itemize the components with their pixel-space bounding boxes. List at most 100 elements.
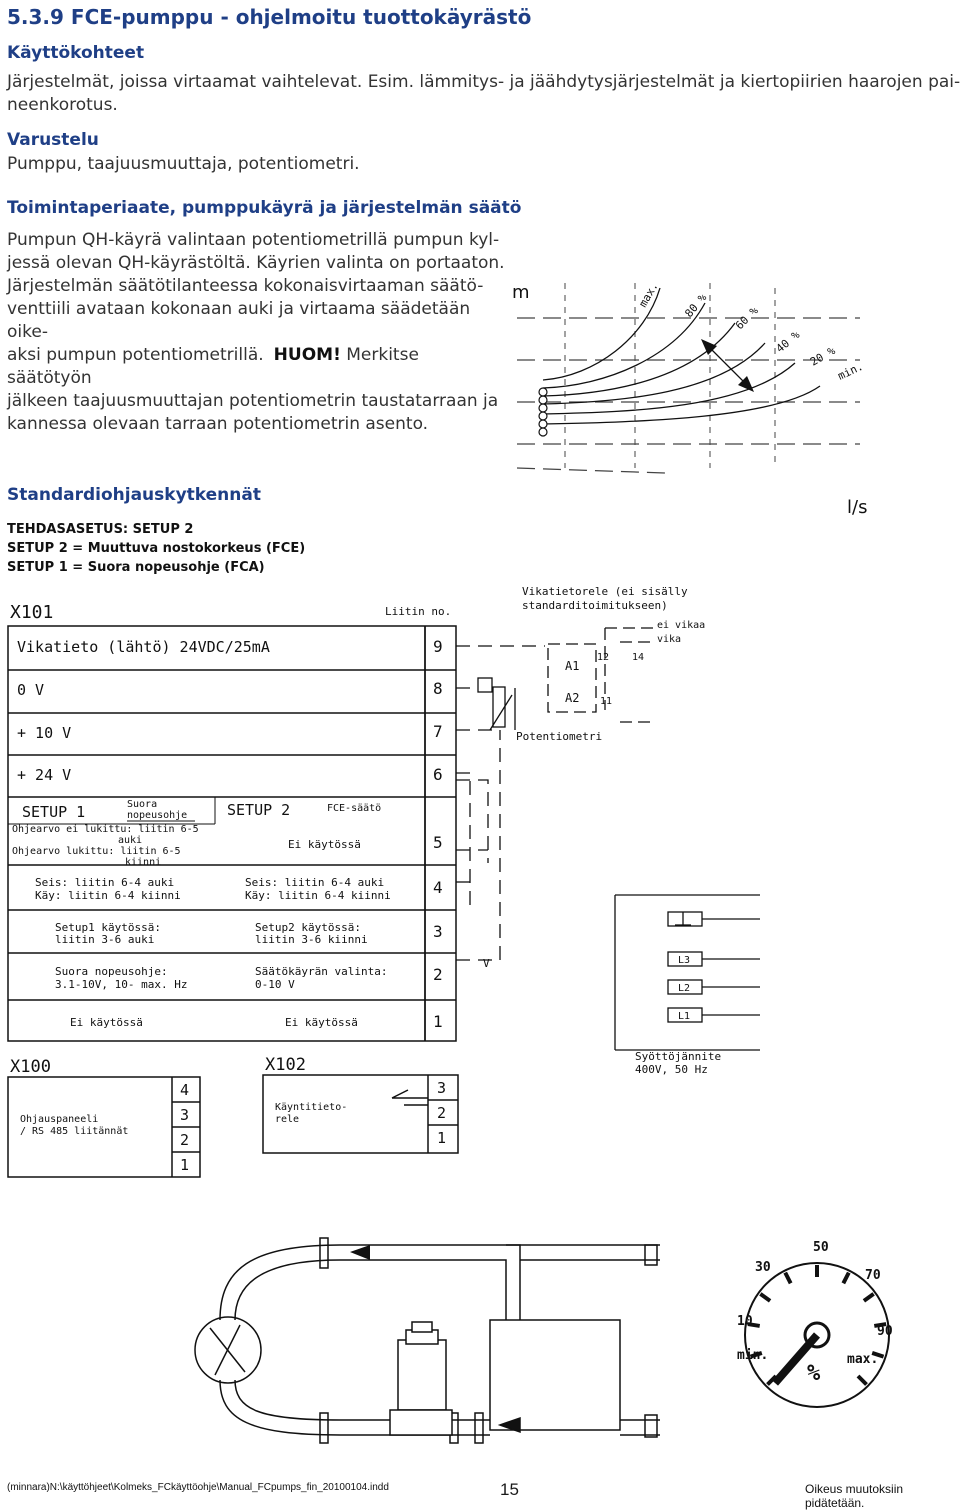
x100-text-2: / RS 485 liitännät: [20, 1126, 128, 1137]
dial-tick: [783, 1271, 793, 1285]
row4-left-line-2: Käy: liitin 6-4 kiinni: [35, 889, 181, 902]
terminal-4: 4: [433, 878, 443, 897]
row5-left-text: Ohjearvo ei lukittu: liitin 6-5 auki Ohj…: [12, 824, 199, 868]
kayttokohteet-line-2: neenkorotus.: [7, 95, 118, 115]
row2-left-line-2: 3.1-10V, 10- max. Hz: [55, 978, 187, 991]
terminal-7: 7: [433, 722, 443, 741]
setup1-sub-1: Suora: [127, 799, 157, 810]
v-label: V: [483, 957, 490, 970]
row8-label: 0 V: [17, 681, 44, 699]
page-number: 15: [500, 1480, 519, 1499]
row4-left-line-1: Seis: liitin 6-4 auki: [35, 876, 174, 889]
x102-terminal-2: 2: [437, 1104, 446, 1122]
relay-a2: A2: [565, 691, 579, 705]
potentiometer-symbol: [477, 677, 516, 731]
toiminta-line-3: Järjestelmän säätötilanteessa kokonaisvi…: [7, 276, 484, 296]
x102-box: [262, 1074, 459, 1154]
toiminta-line-6: jälkeen taajuusmuuttajan potentiometrin …: [7, 391, 499, 411]
toiminta-paragraph: Pumpun QH-käyrä valintaan potentiometril…: [7, 229, 507, 436]
potentiometer-dial: 30 50 70 10 90 min. max. %: [737, 1240, 893, 1408]
curve-label-20: 20 %: [808, 344, 838, 369]
dial-tick: [759, 1292, 772, 1303]
dial-tick: [841, 1271, 851, 1285]
row6-label: + 24 V: [17, 766, 71, 784]
row3-right-line-2: liitin 3-6 kiinni: [255, 933, 368, 946]
supply-l1: L1: [678, 1011, 690, 1022]
row5-right-text: Ei käytössä: [288, 838, 361, 851]
vikatietorele-label-2: standarditoimitukseen): [522, 599, 668, 612]
x102-label: X102: [265, 1055, 306, 1075]
curve-labels: max. 80 % 60 % 40 % 20 % min.: [636, 280, 865, 383]
page-title: 5.3.9 FCE-pumppu - ohjelmoitu tuottokäyr…: [7, 5, 532, 29]
terminal-9: 9: [433, 637, 443, 656]
setup-info: TEHDASASETUS: SETUP 2 SETUP 2 = Muuttuva…: [7, 520, 305, 577]
dial-tick: [871, 1351, 885, 1359]
x100-label: X100: [10, 1057, 51, 1077]
standard-heading: Standardiohjauskytkennät: [7, 485, 261, 505]
row5-left-line-4: kiinni: [125, 857, 161, 868]
relay-a1: A1: [565, 659, 579, 673]
dial-label-90: 90: [877, 1324, 893, 1339]
dial-tick: [747, 1322, 761, 1328]
qh-curves: [542, 287, 821, 425]
dial-labels: 30 50 70 10 90 min. max. %: [737, 1240, 893, 1386]
toiminta-line-5-text: aksi pumpun potentiometrillä.: [7, 345, 264, 365]
setup1-sub-2: nopeusohje: [127, 810, 187, 821]
x102-terminal-3: 3: [437, 1079, 446, 1097]
row3-right-line-1: Setup2 käytössä:: [255, 921, 361, 934]
dial-tick: [873, 1322, 887, 1328]
varustelu-text: Pumppu, taajuusmuuttaja, potentiometri.: [7, 154, 360, 174]
kayttokohteet-heading: Käyttökohteet: [7, 43, 145, 63]
row3-left-line-2: liitin 3-6 auki: [55, 933, 154, 946]
x100-text-1: Ohjauspaneeli: [20, 1114, 98, 1125]
x101-terminal-box: [7, 625, 457, 1042]
setup2-sub: FCE-säätö: [327, 803, 381, 814]
curve-label-40: 40 %: [774, 328, 803, 355]
vikatietorele-label-1: Vikatietorele (ei sisälly: [522, 585, 688, 598]
dial-label-50: 50: [813, 1240, 829, 1255]
curve-x-unit: l/s: [847, 497, 867, 518]
row3-left-line-1: Setup1 käytössä:: [55, 921, 161, 934]
dial-tick: [766, 1374, 778, 1386]
pump-symbol: [389, 1321, 453, 1436]
dial-label-max: max.: [847, 1352, 878, 1367]
x100-terminal-1: 1: [180, 1156, 189, 1174]
qh-curve-diagram: m l/s max. 80 % 60 % 40 % 20 % min.: [512, 280, 867, 518]
row7-label: + 10 V: [17, 724, 71, 742]
toiminta-line-2: jessä olevan QH-käyrästöltä. Käyrien val…: [7, 253, 505, 273]
x100-box: [7, 1076, 201, 1178]
footer-note: Oikeus muutoksiin pidätetään.: [805, 1482, 904, 1510]
relay-terminal-14: 14: [632, 652, 644, 663]
potentiometer-label: Potentiometri: [516, 730, 602, 743]
syotto-line-1: Syöttöjännite: [635, 1050, 721, 1063]
terminal-5: 5: [433, 833, 443, 852]
dial-circle: [744, 1262, 890, 1408]
dial-label-min: min.: [737, 1348, 768, 1363]
x102-terminal-1: 1: [437, 1129, 446, 1147]
dial-tick: [749, 1351, 763, 1359]
row2-right-line-2: 0-10 V: [255, 978, 295, 991]
row1-right-text: Ei käytössä: [285, 1016, 358, 1029]
row1-left-text: Ei käytössä: [70, 1016, 143, 1029]
piping-diagram: [194, 1237, 660, 1444]
supply-l3: L3: [678, 955, 690, 966]
dial-tick: [856, 1374, 868, 1386]
supply-l2: L2: [678, 983, 690, 994]
setup-line-2: SETUP 2 = Muuttuva nostokorkeus (FCE): [7, 541, 306, 556]
kayttokohteet-line-1: Järjestelmät, joissa virtaamat vaihtelev…: [7, 72, 960, 92]
toiminta-line-4: venttiili avataan kokonaan auki ja virta…: [7, 299, 471, 342]
liitin-no-label: Liitin no.: [385, 605, 451, 618]
toiminta-line-1: Pumpun QH-käyrä valintaan potentiometril…: [7, 230, 500, 250]
relay-terminal-11: 11: [600, 696, 612, 707]
x100-terminal-2: 2: [180, 1131, 189, 1149]
x102-text-1: Käyntitieto-: [275, 1102, 347, 1113]
row2-left-line-1: Suora nopeusohje:: [55, 965, 168, 978]
setup1-label: SETUP 1: [22, 803, 85, 821]
pipes: [194, 1237, 660, 1444]
terminal-8: 8: [433, 679, 443, 698]
curve-label-80: 80 %: [682, 291, 709, 320]
toiminta-line-7: kannessa olevaan tarraan potentiometrin …: [7, 414, 429, 434]
setup2-label: SETUP 2: [227, 801, 290, 819]
external-wiring: [456, 645, 545, 961]
row4-right-line-2: Käy: liitin 6-4 kiinni: [245, 889, 391, 902]
